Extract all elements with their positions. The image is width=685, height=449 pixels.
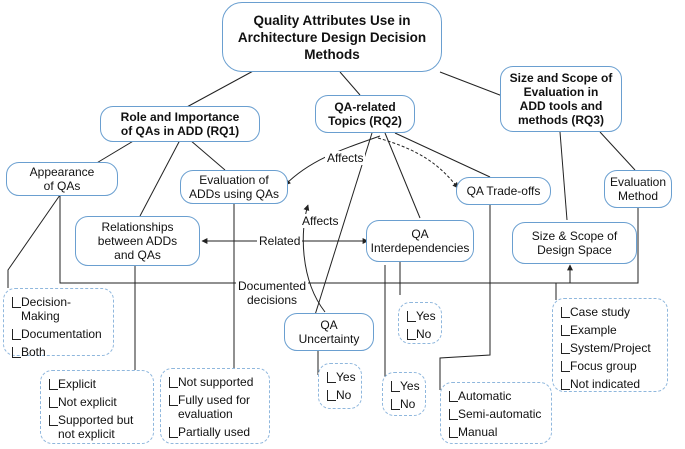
automation-options: Automatic Semi-automatic Manual <box>440 382 552 444</box>
qa-interdependencies-node: QA Interdependencies <box>366 220 474 262</box>
relationships-node: Relationships between ADDs and QAs <box>75 216 200 266</box>
evaluation-adds-node: Evaluation of ADDs using QAs <box>180 170 288 204</box>
option-focus-group: Focus group <box>553 359 667 373</box>
option-manual: Manual <box>441 425 551 439</box>
evaluation-method-node: Evaluation Method <box>604 170 672 208</box>
option-both: Both <box>4 345 113 359</box>
size-scope-node: Size & Scope of Design Space <box>512 222 637 264</box>
option-not-indicated: Not indicated <box>553 377 667 391</box>
option-not-supported: Not supported <box>161 375 269 389</box>
option-system-project: System/Project <box>553 341 667 355</box>
option-yes: Yes <box>399 309 441 323</box>
option-automatic: Automatic <box>441 389 551 403</box>
affects-label-mid: Affects <box>300 214 341 228</box>
tradeoffs-options: Yes No <box>382 372 426 416</box>
option-yes: Yes <box>319 370 361 384</box>
evaluation-adds-options: Not supported Fully used for evaluation … <box>160 368 270 444</box>
root-node: Quality Attributes Use in Architecture D… <box>222 2 442 72</box>
documented-decisions-label: Documented decisions <box>236 279 309 307</box>
option-decision-making: Decision- Making <box>4 295 113 323</box>
option-no: No <box>383 397 425 411</box>
option-yes: Yes <box>383 379 425 393</box>
interdependencies-options: Yes No <box>398 302 442 344</box>
option-partially-used: Partially used <box>161 425 269 439</box>
option-documentation: Documentation <box>4 327 113 341</box>
uncertainty-options: Yes No <box>318 363 362 409</box>
qa-uncertainty-node: QA Uncertainty <box>284 313 374 351</box>
option-semi-automatic: Semi-automatic <box>441 407 551 421</box>
option-fully-used: Fully used for evaluation <box>161 393 269 421</box>
affects-label-top: Affects <box>325 151 366 165</box>
option-explicit: Explicit <box>41 377 153 391</box>
option-case-study: Case study <box>553 305 667 319</box>
option-not-explicit: Not explicit <box>41 395 153 409</box>
rq3-node: Size and Scope of Evaluation in ADD tool… <box>500 66 622 132</box>
rq1-node: Role and Importance of QAs in ADD (RQ1) <box>100 106 260 142</box>
relationships-options: Explicit Not explicit Supported but not … <box>40 370 154 444</box>
option-example: Example <box>553 323 667 337</box>
related-label: Related <box>257 234 303 248</box>
appearance-node: Appearance of QAs <box>6 162 118 196</box>
option-supported-not-explicit: Supported but not explicit <box>41 413 153 441</box>
option-no: No <box>399 327 441 341</box>
appearance-options: Decision- Making Documentation Both <box>3 288 114 359</box>
option-no: No <box>319 388 361 402</box>
evaluation-method-options: Case study Example System/Project Focus … <box>552 298 668 392</box>
qa-tradeoffs-node: QA Trade-offs <box>456 177 551 205</box>
rq2-node: QA-related Topics (RQ2) <box>315 95 415 133</box>
